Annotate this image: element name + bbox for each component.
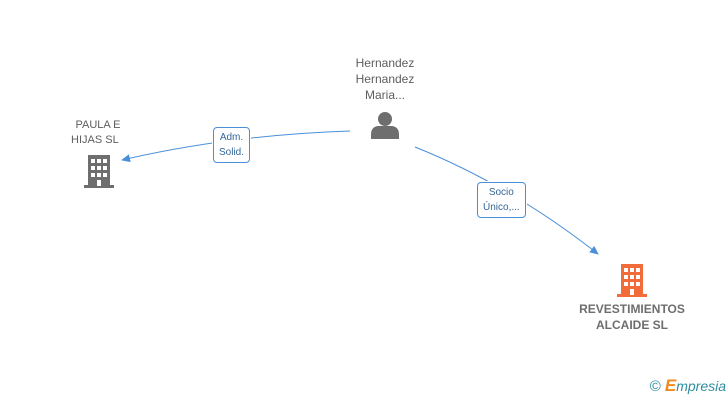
company-left-name[interactable]: PAULA E HIJAS SL bbox=[48, 118, 148, 148]
copyright-icon: © bbox=[649, 378, 661, 395]
company-main-line2: ALCAIDE SL bbox=[596, 318, 668, 332]
person-name-line3: Maria... bbox=[364, 88, 405, 102]
person-icon[interactable] bbox=[371, 112, 399, 139]
edge-label-socio-line2: Único,... bbox=[483, 202, 520, 213]
edge-label-adm-line1: Adm. bbox=[219, 132, 244, 143]
edge-label-socio-line1: Socio bbox=[488, 187, 514, 198]
edge-label-adm-line2: Solid. bbox=[219, 147, 245, 158]
brand-name: mpresia bbox=[676, 378, 726, 394]
company-main-line1: REVESTIMIENTOS bbox=[579, 302, 685, 316]
person-name-line1: Hernandez bbox=[355, 56, 415, 70]
company-left-line1: PAULA E bbox=[75, 119, 121, 131]
edge-label-adm-solid[interactable]: Adm. Solid. bbox=[213, 127, 251, 163]
empresia-brand[interactable]: ©Empresia bbox=[650, 376, 726, 396]
person-name-line2: Hernandez bbox=[355, 72, 415, 86]
brand-e: E bbox=[664, 376, 677, 395]
edge-label-socio-unico[interactable]: Socio Único,... bbox=[477, 182, 526, 218]
building-icon[interactable] bbox=[84, 155, 114, 188]
person-name[interactable]: Hernandez Hernandez Maria... bbox=[335, 55, 435, 103]
company-left-line2: HIJAS SL bbox=[71, 134, 119, 146]
company-main-name[interactable]: REVESTIMIENTOS ALCAIDE SL bbox=[559, 301, 705, 333]
building-icon[interactable] bbox=[617, 264, 647, 297]
